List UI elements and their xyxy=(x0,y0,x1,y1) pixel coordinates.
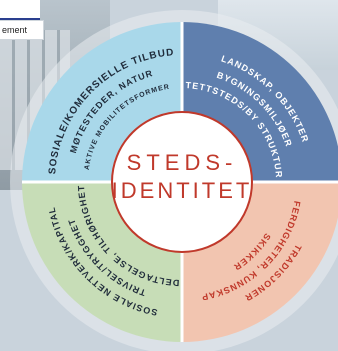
background-label: ement xyxy=(0,20,44,40)
center-title-line2: IDENTITET xyxy=(112,178,253,203)
top-left-card xyxy=(0,0,40,21)
center-title-line1: STEDS- xyxy=(127,150,238,175)
center-circle xyxy=(111,111,253,253)
